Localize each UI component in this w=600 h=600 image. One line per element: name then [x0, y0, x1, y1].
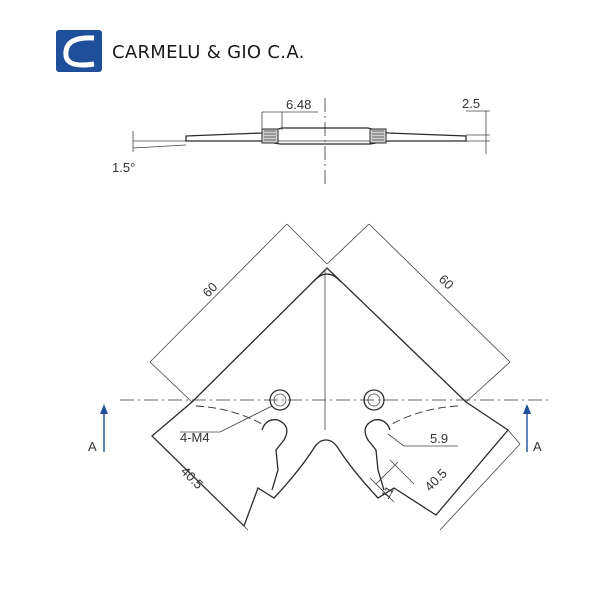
dim-left-width: 40.5 — [151, 435, 249, 531]
dim-hole-callout: 4-M4 — [180, 405, 273, 445]
dim-right-width-label: 40.5 — [422, 466, 451, 495]
left-keyhole-slot — [261, 419, 288, 491]
right-keyhole-slot — [364, 419, 391, 491]
top-view-plate-outline — [151, 267, 509, 528]
dim-right-leg-label: 60 — [436, 272, 457, 293]
company-logo — [56, 30, 102, 72]
dim-slot-width: 6.48 — [261, 97, 318, 130]
side-view-right-insert — [369, 128, 387, 144]
right-mounting-hole — [363, 389, 385, 411]
dim-slot-radius-label: 5.9 — [430, 431, 448, 446]
dim-left-leg-label: 60 — [200, 279, 221, 300]
dim-slot-radius: 5.9 — [387, 431, 458, 447]
brand-header: CARMELU & GIO C.A. — [56, 30, 305, 72]
dim-angle-label: 1.5° — [112, 160, 135, 175]
side-view-left-insert — [261, 128, 279, 144]
company-name: CARMELU & GIO C.A. — [112, 42, 305, 63]
section-label-right: A — [533, 439, 542, 454]
left-hidden-arc — [195, 405, 263, 425]
dim-left-width-label: 40.5 — [178, 464, 207, 493]
dim-frame-lines — [149, 223, 511, 403]
dim-slot-width-label: 6.48 — [286, 97, 311, 112]
section-marker-right: A — [523, 404, 542, 454]
apex-bevel — [312, 273, 342, 283]
top-view: 60 60 40.5 40.5 4-M4 5.9 — [88, 223, 552, 531]
dim-angle: 1.5° — [112, 144, 187, 175]
section-marker-left: A — [88, 404, 108, 454]
section-label-left: A — [88, 439, 97, 454]
left-mounting-hole — [269, 389, 291, 411]
side-view: 6.48 2.5 1.5° — [112, 96, 490, 188]
dim-hole-callout-label: 4-M4 — [180, 430, 210, 445]
side-view-plate — [185, 127, 467, 145]
dim-thickness-label: 2.5 — [462, 96, 480, 111]
dim-thickness: 2.5 — [462, 96, 490, 154]
dim-slot-length-label: 11 — [378, 483, 397, 501]
right-hidden-arc — [391, 405, 459, 425]
